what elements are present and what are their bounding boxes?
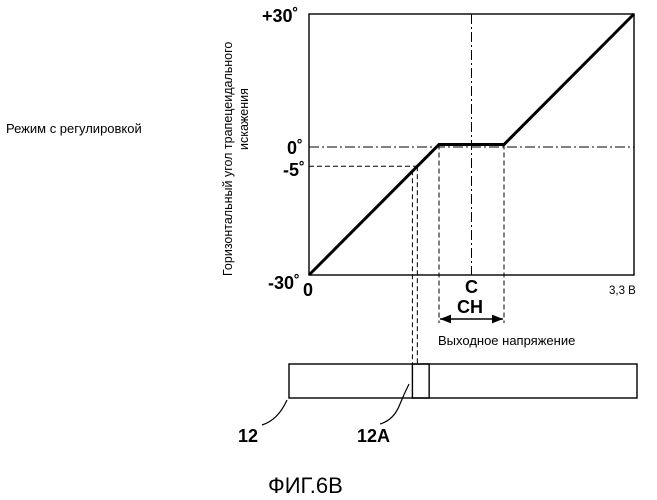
y-tick-0: 0˚ (287, 138, 303, 158)
y-axis-title: Горизонтальный угол трапецеидального иск… (221, 42, 251, 276)
bar-12-label: 12 (238, 426, 258, 446)
y-tick-minus-5: -5˚ (283, 160, 305, 180)
y-axis-title-line-1: Горизонтальный угол трапецеидального (221, 42, 235, 276)
y-tick-plus-30: +30˚ (262, 6, 299, 26)
y-tick-minus-30: -30˚ (268, 273, 300, 293)
x-tick-c: C (465, 277, 478, 297)
bar-segment-12a (412, 364, 429, 398)
bar-12a-leader-line (380, 384, 409, 424)
bar-12-leader-line (262, 400, 287, 425)
bar-12a-label: 12A (357, 426, 390, 446)
mode-label: Режим с регулировкой (6, 121, 142, 136)
y-axis-title-line-2: искажения (237, 88, 251, 150)
ch-label: CH (457, 297, 483, 317)
figure-caption: ФИГ.6В (268, 473, 343, 498)
x-tick-origin: 0 (303, 280, 313, 300)
x-axis-title: Выходное напряжение (438, 333, 575, 348)
x-tick-max: 3,3 В (609, 285, 636, 297)
bar-12 (289, 364, 637, 398)
